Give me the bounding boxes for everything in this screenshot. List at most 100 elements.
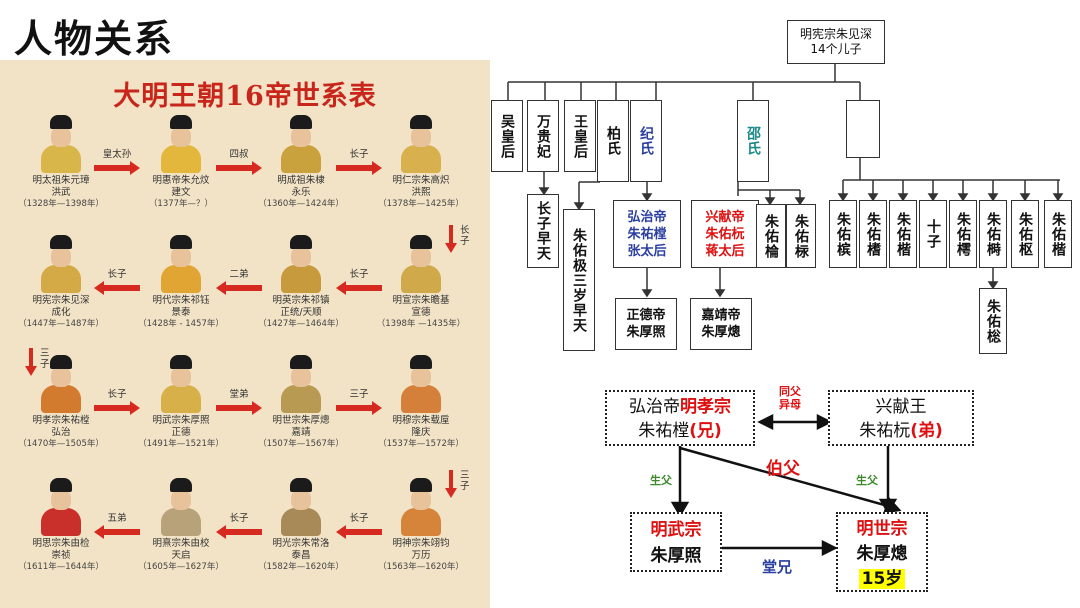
arrow-label: 长子: [107, 269, 127, 280]
emperor-card: 明惠帝朱允炆建文（1377年—？）: [128, 115, 234, 210]
arrow-label: 三子: [349, 389, 369, 400]
emperor-portrait: [278, 478, 324, 536]
emperor-years: （1563年—1620年）: [378, 562, 464, 572]
arrow-label: 三子: [460, 470, 470, 492]
emperor-name: 明英宗朱祁镇: [272, 295, 330, 306]
emperor-years: （1328年—1398年）: [18, 199, 104, 209]
emperor-portrait: [38, 115, 84, 173]
ji-child-hongzhi: 弘治帝 朱祐樘 张太后: [613, 200, 681, 268]
lineage-arrow: 五弟: [90, 510, 144, 540]
shizong-box: 明世宗朱厚熜 15岁: [836, 512, 928, 592]
other-son-6: 朱佑榯: [979, 200, 1007, 268]
emperor-card: 明太祖朱元璋洪武（1328年—1398年）: [8, 115, 114, 210]
emperor-era: 成化: [51, 307, 71, 318]
emperor-card: 明英宗朱祁镇正统/天顺（1427年—1464年）: [248, 235, 354, 330]
emperor-era: 正统/天顺: [280, 307, 322, 318]
lineage-arrow: 长子: [212, 510, 266, 540]
lineage-arrow: 长子: [332, 266, 386, 296]
other-son-2: 朱佑榰: [859, 200, 887, 268]
bai-child: 朱佑极三岁早天: [563, 209, 595, 351]
emperor-name: 明宣宗朱瞻基: [392, 295, 450, 306]
emperor-years: （1398年 —1435年）: [376, 319, 466, 329]
jiajing-box: 嘉靖帝朱厚熜: [690, 298, 752, 350]
lineage-arrow: 长子: [332, 510, 386, 540]
shao-child-xingxian: 兴献帝 朱佑杬 蒋太后: [691, 200, 759, 268]
lineage-arrow-down: 三子: [24, 348, 52, 376]
emperor-era: 建文: [171, 187, 191, 198]
emperor-years: （1378年—1425年）: [378, 199, 464, 209]
arrow-label: 堂弟: [229, 389, 249, 400]
mother-bai: 柏氏: [597, 100, 629, 182]
wuzong-box: 明武宗朱厚照: [630, 512, 722, 572]
emperor-name: 明世宗朱厚熜: [272, 415, 330, 426]
other-son-4: 十子: [919, 200, 947, 268]
emperor-years: （1537年—1572年）: [378, 439, 464, 449]
emperor-name: 明宪宗朱见深: [32, 295, 90, 306]
uncle-label: 伯父: [766, 459, 800, 479]
emperor-card: 明宣宗朱瞻基宣德（1398年 —1435年）: [368, 235, 474, 330]
emperor-card: 明熹宗朱由校天启（1605年—1627年）: [128, 478, 234, 573]
zhengde-box: 正德帝朱厚照: [615, 298, 677, 350]
emperor-years: （1605年—1627年）: [138, 562, 224, 572]
emperor-era: 洪武: [51, 187, 71, 198]
lineage-arrow: 皇太孙: [90, 146, 144, 176]
emperor-name: 明仁宗朱高炽: [392, 175, 450, 186]
emperor-name: 明惠帝朱允炆: [152, 175, 210, 186]
lineage-arrow-down: 长子: [444, 225, 472, 253]
mother-wang: 王皇后: [564, 100, 596, 172]
mother-wu: 吴皇后: [491, 100, 523, 172]
emperor-name: 明武宗朱厚照: [152, 415, 210, 426]
emperor-portrait: [158, 478, 204, 536]
emperor-name: 明思宗朱由检: [32, 538, 90, 549]
emperor-portrait: [158, 235, 204, 293]
emperor-card: 明仁宗朱高炽洪熙（1378年—1425年）: [368, 115, 474, 210]
emperor-card: 明宪宗朱见深成化（1447年—1487年）: [8, 235, 114, 330]
emperor-years: （1428年 - 1457年）: [138, 319, 224, 329]
lineage-arrow-down: 三子: [444, 470, 472, 498]
poster-title: 大明王朝16帝世系表: [113, 81, 377, 112]
emperor-portrait: [278, 115, 324, 173]
shao-son-2: 朱佑柡: [786, 204, 816, 268]
emperor-era: 隆庆: [411, 427, 431, 438]
emperor-era: 永乐: [291, 187, 311, 198]
emperor-portrait: [38, 478, 84, 536]
emperor-card: 明神宗朱翊钧万历（1563年—1620年）: [368, 478, 474, 573]
other-son-7: 朱佑枢: [1011, 200, 1039, 268]
lineage-arrow: 长子: [90, 386, 144, 416]
emperor-years: （1611年—1644年）: [18, 562, 104, 572]
emperor-era: 嘉靖: [291, 427, 311, 438]
emperor-era: 弘治: [51, 427, 71, 438]
emperor-card: 明世宗朱厚熜嘉靖（1507年—1567年）: [248, 355, 354, 450]
emperor-card: 明孝宗朱祐樘弘治（1470年—1505年）: [8, 355, 114, 450]
lineage-arrow: 二弟: [212, 266, 266, 296]
emperor-era: 宣德: [411, 307, 431, 318]
shao-son-1: 朱佑棆: [756, 204, 786, 268]
emperor-portrait: [398, 355, 444, 413]
other-son-5: 朱佑樗: [949, 200, 977, 268]
xingxian-box: 兴献王 朱祐杬(弟): [828, 390, 974, 446]
emperor-portrait: [398, 235, 444, 293]
emperor-portrait: [158, 355, 204, 413]
emperor-years: （1470年—1505年）: [18, 439, 104, 449]
emperor-portrait: [158, 115, 204, 173]
emperor-card: 明武宗朱厚照正德（1491年—1521年）: [128, 355, 234, 450]
root-name: 明宪宗朱见深: [799, 27, 872, 41]
father-label-2: 生父: [856, 474, 878, 487]
emperor-years: （1377年—？）: [148, 199, 214, 209]
lineage-arrow: 长子: [332, 146, 386, 176]
emperor-name: 明熹宗朱由校: [152, 538, 210, 549]
emperor-era: 崇祯: [51, 550, 71, 561]
wan-child: 长子早天: [527, 194, 559, 268]
emperor-name: 明神宗朱翊钧: [392, 538, 450, 549]
arrow-label: 二弟: [229, 269, 249, 280]
arrow-label: 长子: [349, 149, 369, 160]
emperor-portrait: [38, 235, 84, 293]
emperor-lineage-poster: 大明王朝16帝世系表 明太祖朱元璋洪武（1328年—1398年）明惠帝朱允炆建文…: [0, 60, 490, 608]
emperor-name: 明穆宗朱载垕: [392, 415, 450, 426]
lineage-arrow: 四叔: [212, 146, 266, 176]
emperor-card: 明光宗朱常洛泰昌（1582年—1620年）: [248, 478, 354, 573]
emperor-name: 明孝宗朱祐樘: [32, 415, 90, 426]
arrow-label: 长子: [460, 225, 470, 247]
emperor-name: 明代宗朱祁钰: [152, 295, 210, 306]
emperor-name: 明成祖朱棣: [277, 175, 325, 186]
